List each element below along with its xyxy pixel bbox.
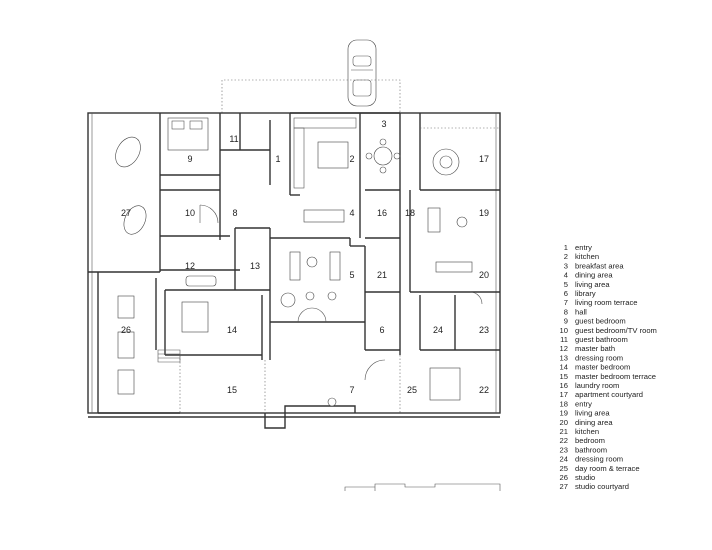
legend-number: 17 (560, 390, 568, 399)
legend-room-name: entry (575, 399, 592, 408)
legend-number: 8 (564, 307, 568, 316)
room-label-3: 3 (381, 119, 386, 129)
legend-number: 18 (560, 399, 568, 408)
legend-number: 21 (560, 427, 568, 436)
car-icon (347, 39, 377, 107)
room-label-13: 13 (250, 261, 260, 271)
legend-room-name: laundry room (575, 381, 619, 390)
room-label-4: 4 (349, 208, 354, 218)
legend-number: 26 (560, 473, 568, 482)
room-label-7: 7 (349, 385, 354, 395)
legend-number: 9 (564, 317, 568, 326)
legend-number: 3 (564, 261, 568, 270)
legend-room-name: apartment courtyard (575, 390, 643, 399)
room-label-5: 5 (349, 270, 354, 280)
room-label-25: 25 (407, 385, 417, 395)
legend-room-name: library (575, 289, 596, 298)
legend-number: 14 (560, 363, 568, 372)
legend-room-name: dining area (575, 271, 613, 280)
room-label-26: 26 (121, 325, 131, 335)
legend-room-name: living area (575, 280, 610, 289)
legend-number: 6 (564, 289, 568, 298)
legend-number: 19 (560, 409, 568, 418)
legend-number: 22 (560, 436, 568, 445)
room-label-21: 21 (377, 270, 387, 280)
legend-number: 20 (560, 418, 568, 427)
legend-number: 13 (560, 353, 568, 362)
legend-number: 2 (564, 252, 568, 261)
furniture (115, 117, 473, 407)
legend-room-name: master bedroom terrace (575, 372, 656, 381)
room-label-8: 8 (232, 208, 237, 218)
legend-number: 27 (560, 482, 568, 491)
legend-number: 5 (564, 280, 568, 289)
legend-room-name: day room & terrace (575, 464, 640, 473)
legend-room-name: breakfast area (575, 261, 624, 270)
room-label-20: 20 (479, 270, 489, 280)
legend-number: 15 (560, 372, 568, 381)
legend-room-name: bedroom (575, 436, 605, 445)
room-label-1: 1 (275, 154, 280, 164)
interior-walls (88, 112, 500, 414)
legend-room-name: guest bathroom (575, 335, 628, 344)
legend-number: 24 (560, 455, 568, 464)
room-label-16: 16 (377, 208, 387, 218)
room-number-labels: 1 2 3 4 5 6 7 8 9 10 11 12 13 14 15 16 1… (121, 119, 489, 395)
room-label-22: 22 (479, 385, 489, 395)
room-label-23: 23 (479, 325, 489, 335)
legend-room-name: dressing room (575, 455, 623, 464)
room-label-9: 9 (187, 154, 192, 164)
legend-room-name: dining area (575, 418, 613, 427)
room-label-27: 27 (121, 208, 131, 218)
legend-number: 25 (560, 464, 568, 473)
room-label-15: 15 (227, 385, 237, 395)
scale-bar (344, 483, 501, 491)
room-label-24: 24 (433, 325, 443, 335)
legend-number: 10 (560, 326, 568, 335)
legend-room-name: kitchen (575, 427, 599, 436)
driveway-outline (221, 79, 401, 113)
legend-room-name: entry (575, 243, 592, 252)
room-legend: 1 entry 2 kitchen 3 breakfast area 4 dining are… (560, 243, 657, 491)
legend-room-name: hall (575, 307, 587, 316)
room-label-11: 11 (229, 134, 238, 144)
legend-number: 23 (560, 445, 568, 454)
room-label-19: 19 (479, 208, 489, 218)
room-label-10: 10 (185, 208, 195, 218)
legend-room-name: kitchen (575, 252, 599, 261)
room-label-18: 18 (405, 208, 415, 218)
room-label-6: 6 (379, 325, 384, 335)
legend-room-name: living room terrace (575, 298, 637, 307)
legend-number: 7 (564, 298, 568, 307)
legend-room-name: studio (575, 473, 595, 482)
legend-number: 1 (564, 243, 568, 252)
legend-number: 12 (560, 344, 568, 353)
legend-room-name: living area (575, 409, 610, 418)
room-label-2: 2 (349, 154, 354, 164)
legend-number: 4 (564, 271, 568, 280)
legend-room-name: dressing room (575, 353, 623, 362)
legend-room-name: guest bedroom (575, 317, 626, 326)
legend-number: 16 (560, 381, 568, 390)
legend-number: 11 (560, 335, 568, 344)
legend-room-name: studio courtyard (575, 482, 629, 491)
steps-and-doors (157, 204, 483, 429)
legend-room-name: master bath (575, 344, 615, 353)
legend-room-name: guest bedroom/TV room (575, 326, 657, 335)
room-label-14: 14 (227, 325, 237, 335)
legend-room-name: master bedroom (575, 363, 630, 372)
room-label-17: 17 (479, 154, 489, 164)
room-label-12: 12 (185, 261, 195, 271)
legend-room-name: bathroom (575, 445, 607, 454)
